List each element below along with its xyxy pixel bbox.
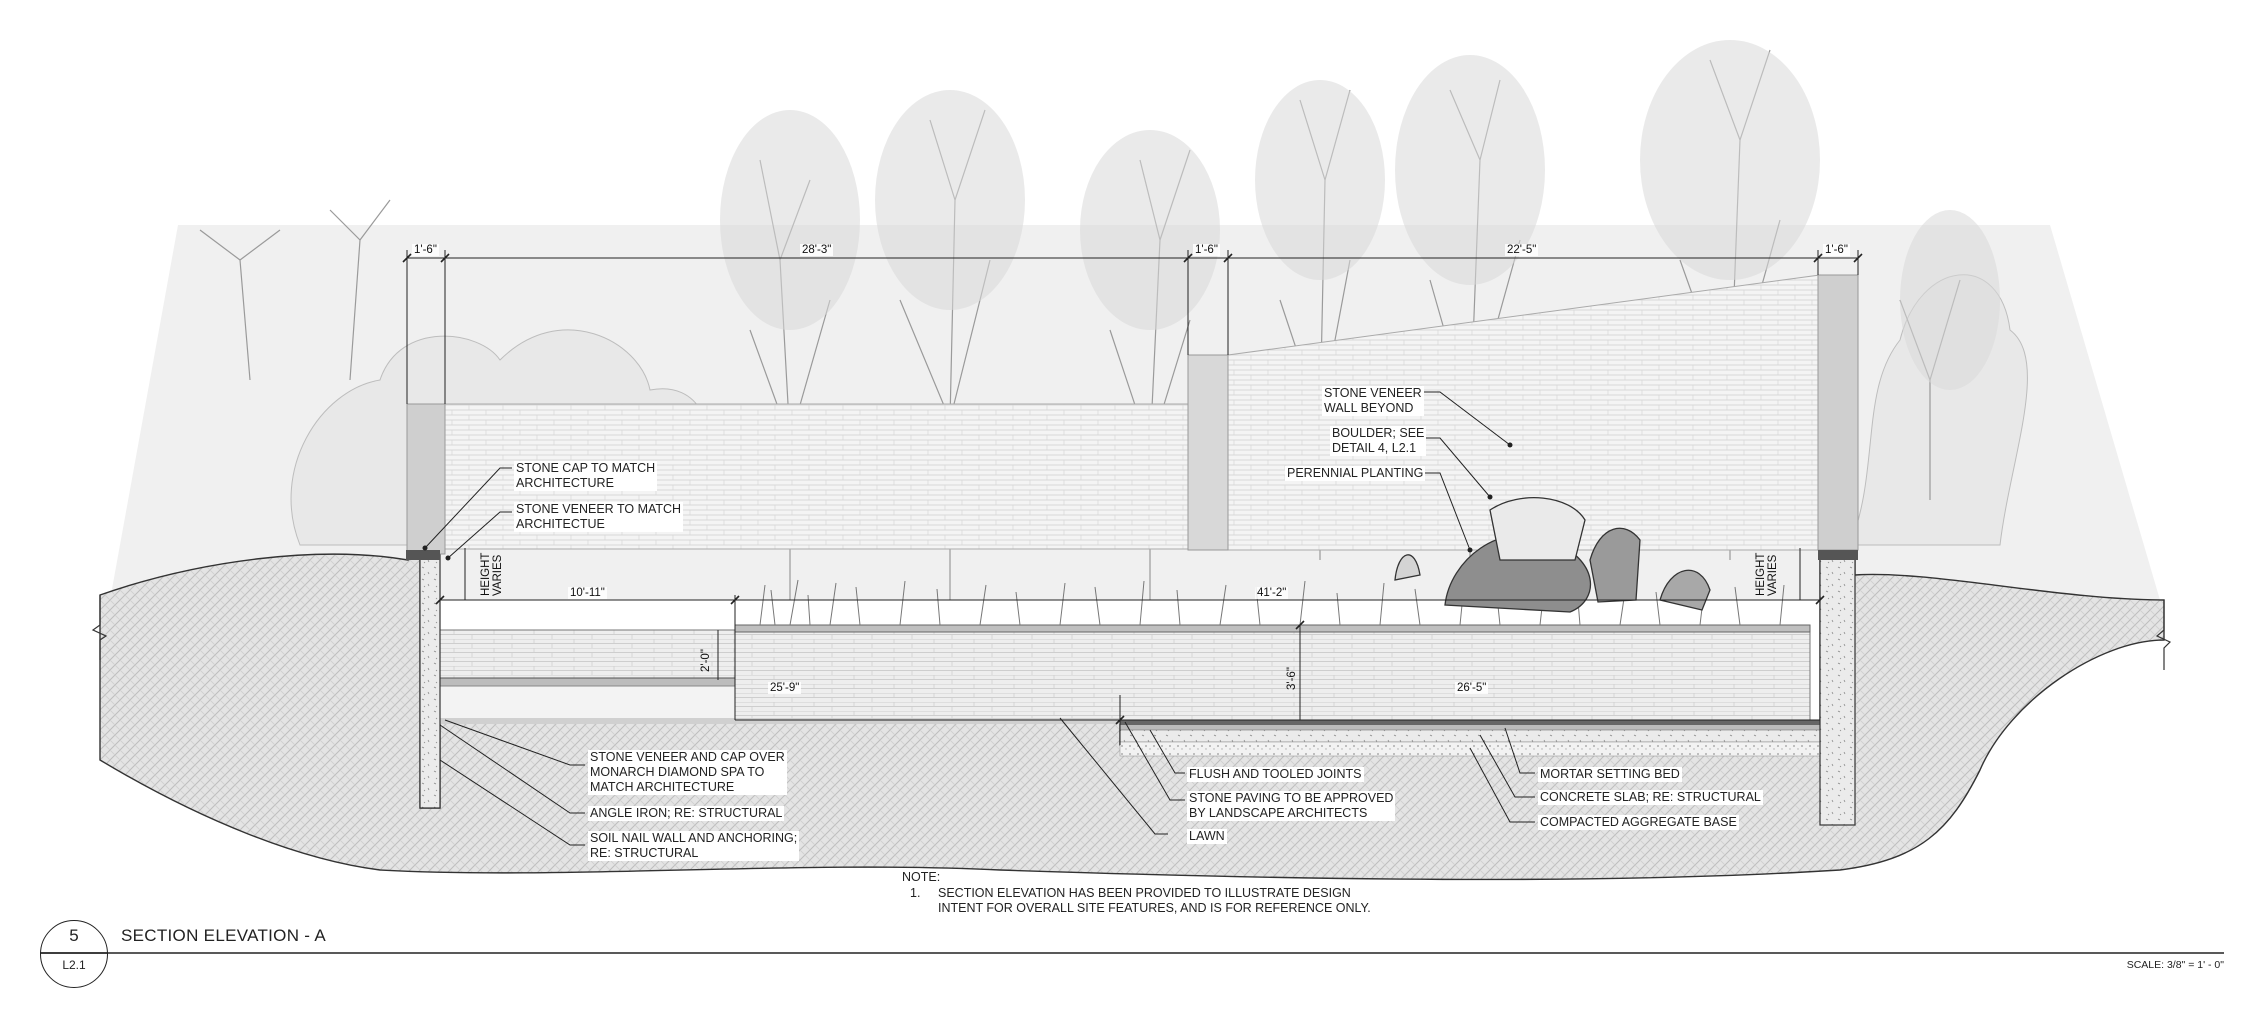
leader-lines xyxy=(424,391,1535,846)
concrete-slab xyxy=(1119,729,1821,743)
dim-top-right-span: 22'-5" xyxy=(1505,244,1539,256)
callout-angle-iron: ANGLE IRON; RE: STRUCTURAL xyxy=(588,806,785,821)
note-line-2: INTENT FOR OVERALL SITE FEATURES, AND IS… xyxy=(938,901,1371,915)
drawing-title: SECTION ELEVATION - A xyxy=(121,926,326,945)
dim-floor-left: 25'-9" xyxy=(768,682,802,694)
detail-bubble xyxy=(40,920,108,988)
pier-middle xyxy=(1187,354,1229,551)
pier-right xyxy=(1817,274,1859,551)
lawn-strip xyxy=(440,718,1120,724)
stone-paving xyxy=(1120,720,1820,725)
mortar-bed xyxy=(1120,725,1820,730)
dim-level-right: 41'-2" xyxy=(1255,587,1289,599)
dim-level-left: 10'-11" xyxy=(568,587,607,599)
dim-top-left-pier: 1'-6" xyxy=(412,244,439,256)
pier-left xyxy=(406,403,446,555)
dimension-ticks xyxy=(402,253,1863,725)
note-line-1: SECTION ELEVATION HAS BEEN PROVIDED TO I… xyxy=(938,886,1351,900)
height-varies-right: HEIGHT VARIES xyxy=(1755,552,1779,596)
callout-concrete-slab: CONCRETE SLAB; RE: STRUCTURAL xyxy=(1538,790,1763,805)
dim-top-right-pier: 1'-6" xyxy=(1823,244,1850,256)
callout-perennial: PERENNIAL PLANTING xyxy=(1285,466,1426,481)
detail-number: 5 xyxy=(69,926,79,945)
soil-nail-wall-right xyxy=(1819,554,1856,826)
planter-cap xyxy=(734,624,1811,633)
tree-foliage xyxy=(720,40,2000,390)
boulders xyxy=(1394,497,1711,613)
dim-depth: 3'-6" xyxy=(1286,667,1298,690)
note-index: 1. xyxy=(910,886,921,900)
leader-dots xyxy=(422,442,1513,561)
detail-sheet: L2.1 xyxy=(62,958,86,972)
spa xyxy=(439,685,736,721)
callout-lawn: LAWN xyxy=(1187,829,1227,844)
dimension-lines xyxy=(406,250,1859,745)
callout-flush-joints: FLUSH AND TOOLED JOINTS xyxy=(1187,767,1364,782)
spa-cap xyxy=(439,677,736,687)
break-line-left xyxy=(91,595,108,660)
drawing-scale: SCALE: 3/8" = 1' - 0" xyxy=(2126,959,2224,971)
dim-top-left-span: 28'-3" xyxy=(800,244,834,256)
soil-nail-wall-left xyxy=(419,554,441,809)
dim-top-mid-pier: 1'-6" xyxy=(1193,244,1220,256)
callout-soil-nail: SOIL NAIL WALL AND ANCHORING;RE: STRUCTU… xyxy=(588,831,800,861)
callout-mortar: MORTAR SETTING BED xyxy=(1538,767,1682,782)
dim-step-height: 2'-0" xyxy=(700,649,712,672)
break-line-right xyxy=(2155,600,2172,670)
stone-cap-left xyxy=(406,550,440,560)
callout-aggregate: COMPACTED AGGREGATE BASE xyxy=(1538,815,1739,830)
dim-floor-right: 26'-5" xyxy=(1455,682,1489,694)
stone-cap-right xyxy=(1818,550,1858,560)
height-varies-left: HEIGHT VARIES xyxy=(480,552,504,596)
note-heading: NOTE: xyxy=(902,870,941,884)
